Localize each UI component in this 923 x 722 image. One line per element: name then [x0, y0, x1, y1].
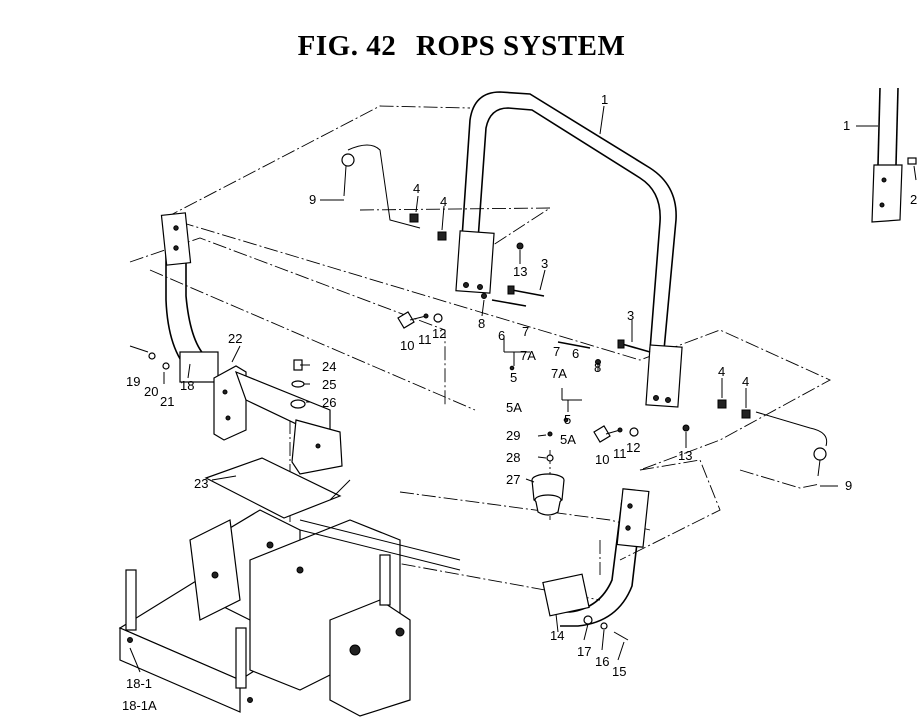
callout-14: 14 — [550, 628, 564, 643]
callout-20: 20 — [144, 384, 158, 399]
pin-right — [557, 341, 591, 349]
callout-11-left: 11 — [418, 332, 432, 347]
callout-18-1: 18-1 — [126, 676, 152, 691]
lynch-pin-right — [755, 411, 828, 477]
callout-28: 28 — [506, 450, 520, 465]
inset-detail — [871, 87, 917, 223]
callout-11-right: 11 — [613, 446, 627, 461]
callout-2: 2 — [910, 192, 917, 207]
callout-4-left-a: 4 — [413, 181, 420, 196]
callout-1-inset: 1 — [843, 118, 850, 133]
bolt-upper — [507, 285, 545, 297]
callout-26: 26 — [322, 395, 336, 410]
plate — [204, 457, 342, 519]
leader-lines — [129, 105, 917, 673]
knob-right — [593, 425, 621, 443]
callout-12-left: 12 — [432, 326, 446, 341]
figure-number: FIG. 42 — [297, 30, 397, 62]
callout-16: 16 — [595, 654, 609, 669]
callout-19: 19 — [126, 374, 140, 389]
callout-7-left: 7 — [522, 324, 529, 339]
callout-8-left: 8 — [478, 316, 485, 331]
callout-5A-right: 5A — [560, 432, 576, 447]
callout-10-left: 10 — [400, 338, 414, 353]
lynch-pin-left — [341, 144, 421, 229]
callout-22: 22 — [228, 331, 242, 346]
callout-4-left-b: 4 — [440, 194, 447, 209]
callout-8-right: 8 — [594, 360, 601, 375]
callout-24: 24 — [322, 359, 336, 374]
callout-5-left: 5 — [510, 370, 517, 385]
mount-bracket — [213, 365, 343, 475]
callout-3-lower: 3 — [627, 308, 634, 323]
callout-6-right: 6 — [572, 346, 579, 361]
callout-9-right: 9 — [845, 478, 852, 493]
figure-title: FIG. 42 ROPS SYSTEM — [0, 30, 923, 63]
tractor-frame — [118, 479, 461, 717]
rops-lower-right-leg — [542, 488, 650, 627]
callout-4-right-b: 4 — [742, 374, 749, 389]
callout-29: 29 — [506, 428, 520, 443]
callout-18-1A: 18-1A — [122, 698, 157, 713]
rops-upper-hoop — [455, 91, 683, 408]
knob-left — [397, 311, 427, 329]
callout-4-right-a: 4 — [718, 364, 725, 379]
callout-25: 25 — [322, 377, 336, 392]
callout-13-right: 13 — [678, 448, 692, 463]
callout-23: 23 — [194, 476, 208, 491]
callout-3-upper: 3 — [541, 256, 548, 271]
callout-1: 1 — [601, 92, 608, 107]
callout-labels: 1 1 2 3 3 4 4 4 4 5 5A 5 5A 6 6 7 7A 7 7… — [122, 92, 917, 713]
figure-name: ROPS SYSTEM — [415, 30, 626, 62]
grommet — [531, 473, 565, 516]
callout-21: 21 — [160, 394, 174, 409]
pin-left — [491, 299, 527, 307]
callout-9-left: 9 — [309, 192, 316, 207]
callout-7A-left: 7A — [520, 348, 536, 363]
bolt-lower — [617, 339, 651, 353]
callout-15: 15 — [612, 664, 626, 679]
callout-6-left: 6 — [498, 328, 505, 343]
callout-5A-left: 5A — [506, 400, 522, 415]
callout-18: 18 — [180, 378, 194, 393]
callout-7-right: 7 — [553, 344, 560, 359]
callout-13-left: 13 — [513, 264, 527, 279]
callout-10-right: 10 — [595, 452, 609, 467]
small-hardware — [129, 213, 751, 641]
callout-27: 27 — [506, 472, 520, 487]
callout-5-right: 5 — [564, 412, 571, 427]
rops-lower-left-leg — [160, 212, 219, 383]
callout-17: 17 — [577, 644, 591, 659]
callout-12-right: 12 — [626, 440, 640, 455]
callout-7A-right: 7A — [551, 366, 567, 381]
